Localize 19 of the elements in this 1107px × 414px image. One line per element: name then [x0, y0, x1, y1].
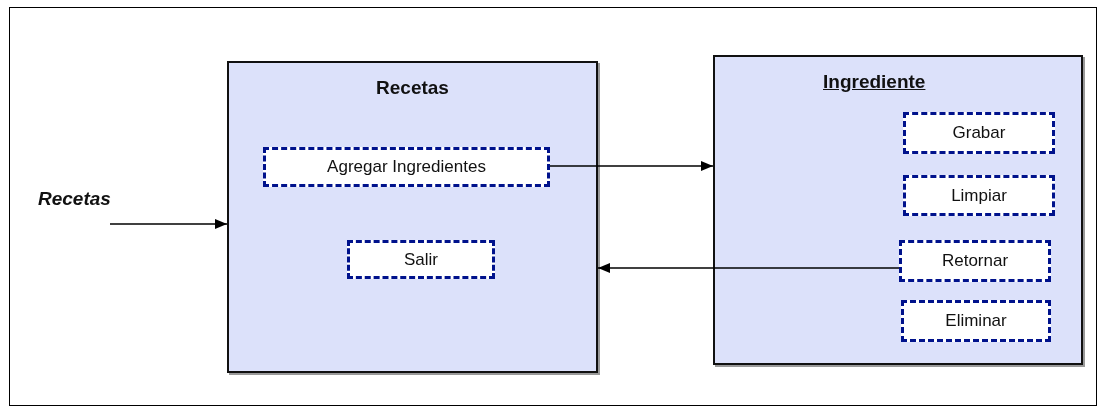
action-box: [901, 300, 1051, 342]
action-label: Salir: [404, 249, 438, 270]
action-label: Eliminar: [945, 311, 1007, 331]
action-box: [903, 112, 1055, 154]
arrow: [109, 219, 228, 229]
action-label: Agregar Ingredientes: [327, 157, 486, 177]
arrow: [597, 263, 900, 273]
action-label: Limpiar: [951, 185, 1007, 206]
action-box: [347, 240, 495, 279]
action-box: [903, 175, 1055, 216]
action-label: Grabar: [952, 123, 1006, 143]
module-panel: [713, 55, 1083, 365]
action-box: [263, 147, 550, 187]
panel-title: Ingrediente: [823, 71, 926, 93]
module-panel: [227, 61, 598, 373]
action-label: Retornar: [941, 251, 1009, 271]
arrow: [549, 161, 714, 171]
action-box: [899, 240, 1051, 282]
panel-title: Recetas: [375, 77, 450, 99]
